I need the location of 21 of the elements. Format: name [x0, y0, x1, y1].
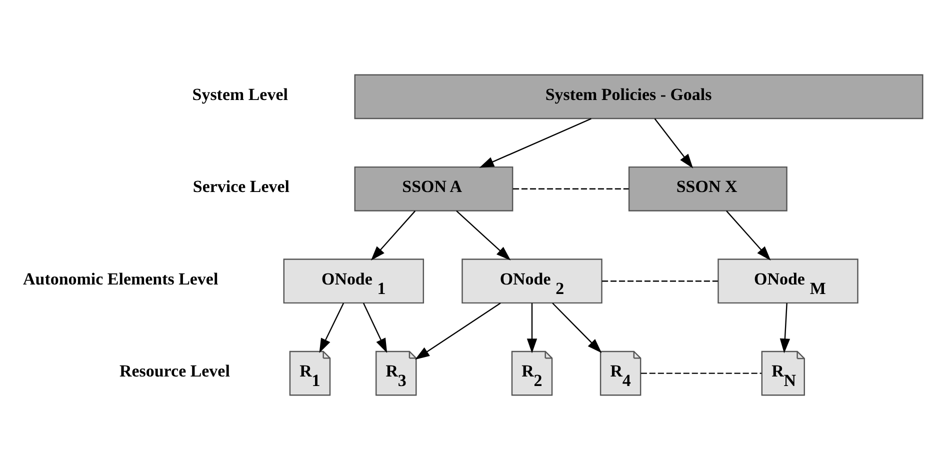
connector [640, 372, 762, 374]
arrow [319, 302, 344, 354]
label: Resource Level [120, 362, 230, 381]
arrow [654, 118, 694, 168]
node-box: System Policies - Goals [354, 74, 924, 120]
arrow [526, 303, 538, 354]
arrow [456, 210, 511, 260]
label: Autonomic Elements Level [23, 269, 218, 288]
label: System Level [192, 84, 288, 104]
arrow [726, 210, 771, 261]
arrow [414, 302, 501, 360]
arrow [552, 302, 602, 354]
arrow [370, 210, 416, 261]
connector [602, 280, 718, 282]
node-box: SSON X [628, 166, 788, 212]
label: Service Level [192, 177, 290, 196]
connector [512, 188, 629, 190]
arrow [780, 303, 790, 354]
node-box: SSON A [354, 166, 514, 212]
arrow [479, 118, 592, 168]
arrow [362, 302, 388, 354]
